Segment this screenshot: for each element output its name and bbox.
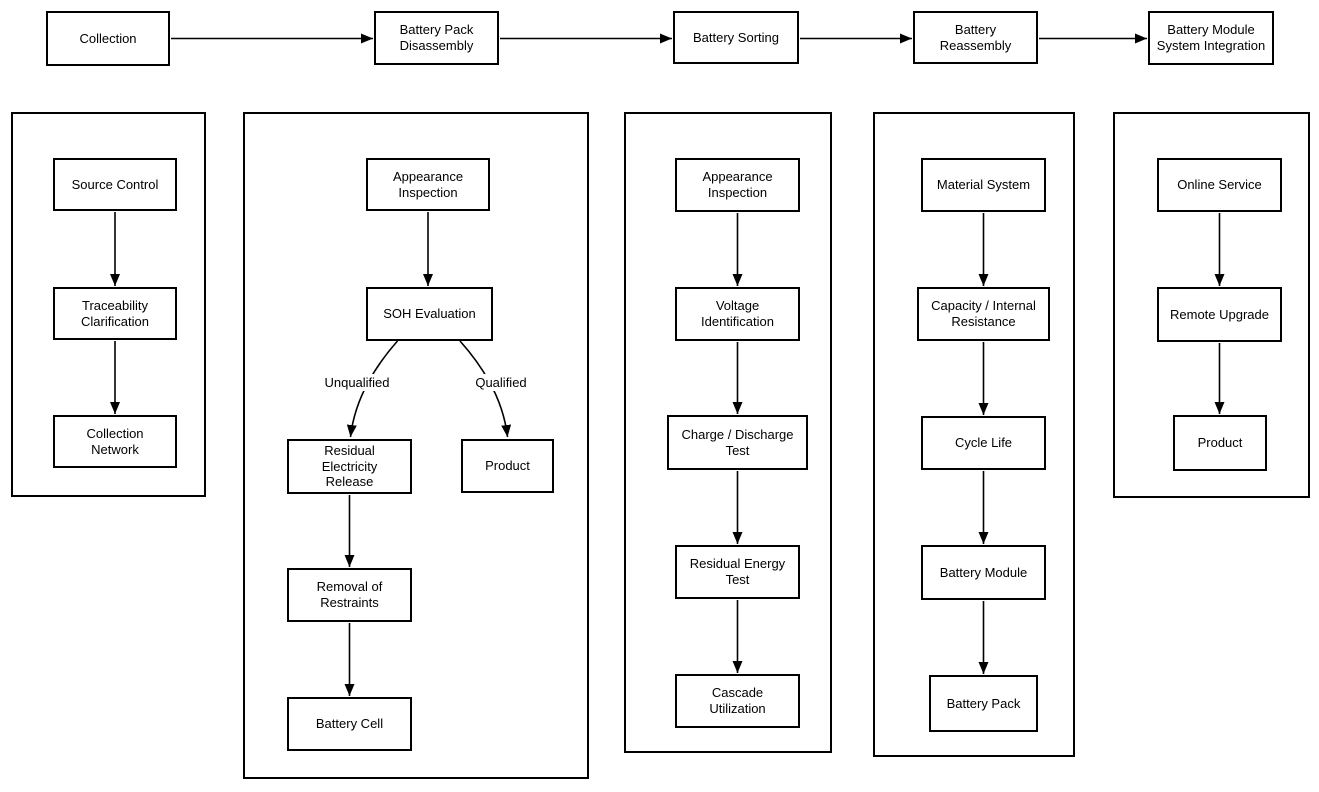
node-removal-of-restraints: Removal of Restraints [287,568,412,622]
node-online-service: Online Service [1157,158,1282,212]
node-residual-electricity-release: Residual Electricity Release [287,439,412,494]
node-appearance-inspection-disassembly: Appearance Inspection [366,158,490,211]
top-node-battery-reassembly: Battery Reassembly [913,11,1038,64]
group-battery-module-system-integration [1113,112,1310,498]
node-collection-network: Collection Network [53,415,177,468]
group-battery-sorting [624,112,832,753]
node-appearance-inspection-sorting: Appearance Inspection [675,158,800,212]
node-cycle-life: Cycle Life [921,416,1046,470]
node-product-integration: Product [1173,415,1267,471]
node-battery-module: Battery Module [921,545,1046,600]
edge-label-qualified: Qualified [467,374,535,391]
node-remote-upgrade: Remote Upgrade [1157,287,1282,342]
top-node-collection: Collection [46,11,170,66]
node-battery-cell: Battery Cell [287,697,412,751]
group-battery-pack-disassembly [243,112,589,779]
node-voltage-identification: Voltage Identification [675,287,800,341]
group-collection [11,112,206,497]
node-capacity-internal-resistance: Capacity / Internal Resistance [917,287,1050,341]
node-soh-evaluation: SOH Evaluation [366,287,493,341]
node-source-control: Source Control [53,158,177,211]
top-node-battery-pack-disassembly: Battery Pack Disassembly [374,11,499,65]
top-node-battery-module-system-integration: Battery Module System Integration [1148,11,1274,65]
group-battery-reassembly [873,112,1075,757]
node-product-disassembly: Product [461,439,554,493]
edge-label-unqualified: Unqualified [316,374,398,391]
node-material-system: Material System [921,158,1046,212]
node-battery-pack: Battery Pack [929,675,1038,732]
node-traceability-clarification: Traceability Clarification [53,287,177,340]
top-node-battery-sorting: Battery Sorting [673,11,799,64]
node-charge-discharge-test: Charge / Discharge Test [667,415,808,470]
node-cascade-utilization: Cascade Utilization [675,674,800,728]
node-residual-energy-test: Residual Energy Test [675,545,800,599]
